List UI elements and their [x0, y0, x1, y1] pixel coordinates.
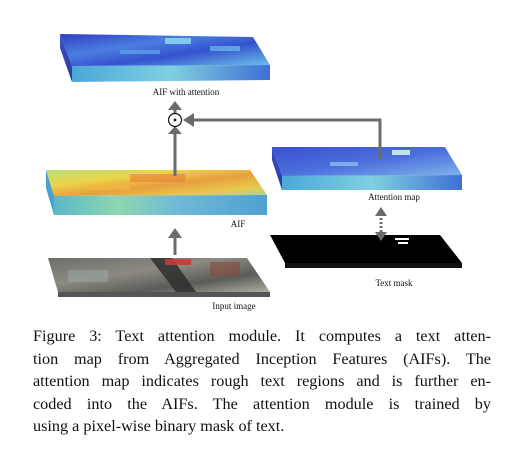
input-image-block [48, 258, 270, 297]
input-image-label: Input image [212, 301, 255, 311]
text-mask-top [270, 235, 462, 263]
aif-with-attention-side [60, 34, 72, 82]
dotted-bidirectional-arrow-icon [375, 207, 387, 241]
aif-with-attention-texture [210, 46, 240, 51]
attention-map-texture [330, 162, 358, 166]
input-image-building [68, 270, 108, 282]
arrow-up-icon [168, 101, 182, 113]
arrow-up-icon [168, 126, 182, 176]
aif-texture [90, 184, 130, 190]
attention-map-label: Attention map [368, 192, 420, 202]
aif-with-attention-top [60, 34, 270, 66]
input-image-building [210, 262, 240, 276]
text-mask-block [270, 235, 462, 268]
input-image-road [150, 258, 196, 292]
caption-line: Figure 3: Text attention module. It comp… [33, 327, 491, 345]
text-mask-front [285, 263, 462, 268]
text-mask-text-region [395, 238, 409, 240]
arrow-left-icon [183, 113, 382, 160]
attention-map-front [282, 175, 462, 190]
aif-top [46, 170, 267, 196]
aif-with-attention-front [72, 65, 270, 82]
aif-with-attention-highlight [165, 38, 191, 44]
text-mask-label: Text mask [375, 278, 413, 288]
aif-with-attention-texture [120, 50, 160, 54]
aif-with-attention-label: AIF with attention [153, 87, 220, 97]
aif-side [46, 170, 54, 215]
caption-line: using a pixel-wise binary mask of text. [33, 417, 285, 436]
attention-map-highlight [392, 150, 410, 155]
arrow-up-icon [168, 228, 182, 255]
caption-line: tion map from Aggregated Inception Featu… [33, 349, 491, 368]
attention-map-side [272, 147, 282, 190]
input-image-front [58, 292, 270, 297]
aif-block [46, 170, 267, 215]
input-image-sign [165, 259, 191, 265]
figure-diagram: AIF with attention Attention map AIF Tex… [46, 34, 462, 311]
aif-hotspot [130, 174, 185, 182]
elementwise-product-icon [167, 112, 183, 128]
aif-with-attention-block [60, 34, 270, 82]
attention-map-block [272, 147, 462, 190]
attention-map-top [272, 147, 462, 176]
aif-label: AIF [231, 219, 246, 229]
caption-line: coded into the AIFs. The attention modul… [33, 394, 491, 413]
text-mask-text-region [398, 242, 408, 244]
figure-caption: Figure 3: Text attention module. It comp… [33, 325, 491, 438]
aif-front [54, 195, 267, 215]
caption-line: attention map indicates rough text regio… [33, 372, 491, 391]
